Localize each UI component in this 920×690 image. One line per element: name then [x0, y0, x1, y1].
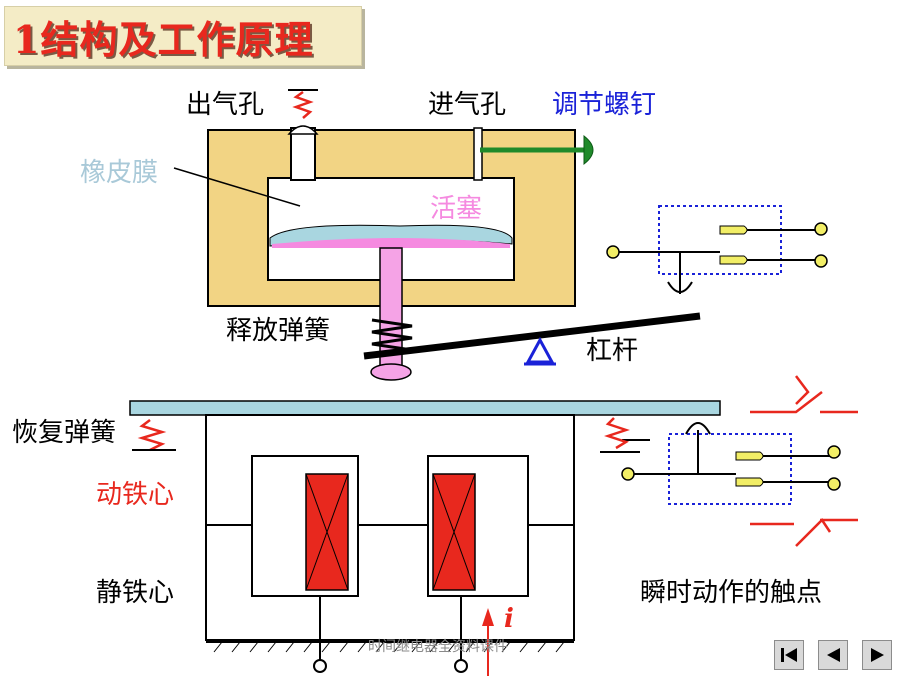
current-label: i — [504, 604, 514, 634]
rubber-membrane-label: 橡皮膜 — [80, 158, 159, 188]
instant-contact-box — [668, 433, 792, 505]
next-slide-button[interactable] — [862, 640, 892, 670]
first-slide-button[interactable] — [774, 640, 804, 670]
prev-slide-button[interactable] — [818, 640, 848, 670]
footer-caption: 时间继电器全资料课件 — [368, 639, 508, 655]
return-spring — [137, 419, 167, 452]
adjust-screw-label: 调节螺钉 — [552, 90, 657, 120]
inlet-hole — [473, 127, 483, 181]
title-banner: 1结构及工作原理 — [4, 6, 362, 66]
lever-bar — [363, 312, 701, 360]
lever-fulcrum — [525, 336, 555, 364]
outlet-cap — [287, 125, 319, 135]
left-terminal — [313, 659, 327, 673]
microswitch-spring — [604, 417, 630, 450]
release-spring — [371, 318, 413, 352]
return-spring-label: 恢复弹簧 — [12, 418, 117, 448]
adjust-screw-head — [583, 134, 594, 166]
piston-body — [272, 238, 510, 248]
right-core-limb — [427, 455, 529, 597]
outlet-hole-label: 出气孔 — [186, 90, 265, 120]
next-icon — [871, 648, 884, 662]
armature-plate — [129, 400, 721, 416]
outlet-spring — [292, 90, 314, 119]
moving-core-label: 动铁心 — [96, 480, 175, 510]
schematic-symbol-bottom — [750, 518, 858, 547]
piston-rod-end — [370, 363, 412, 381]
outlet-hole — [290, 127, 316, 181]
delay-contact-box — [658, 205, 782, 275]
prev-icon — [827, 648, 840, 662]
instant-contacts-label: 瞬时动作的触点 — [640, 578, 823, 608]
release-spring-label: 释放弹簧 — [226, 316, 331, 346]
right-terminal — [454, 659, 468, 673]
static-core-label: 静铁心 — [96, 578, 175, 608]
left-core-limb — [251, 455, 359, 597]
inlet-hole-label: 进气孔 — [428, 90, 507, 120]
static-core-frame — [205, 414, 575, 641]
piston-label: 活塞 — [430, 194, 483, 224]
skip-first-icon — [781, 648, 797, 662]
page-title: 1结构及工作原理 — [13, 16, 314, 62]
schematic-symbol-top — [750, 375, 858, 414]
lever-label: 杠杆 — [586, 336, 639, 366]
